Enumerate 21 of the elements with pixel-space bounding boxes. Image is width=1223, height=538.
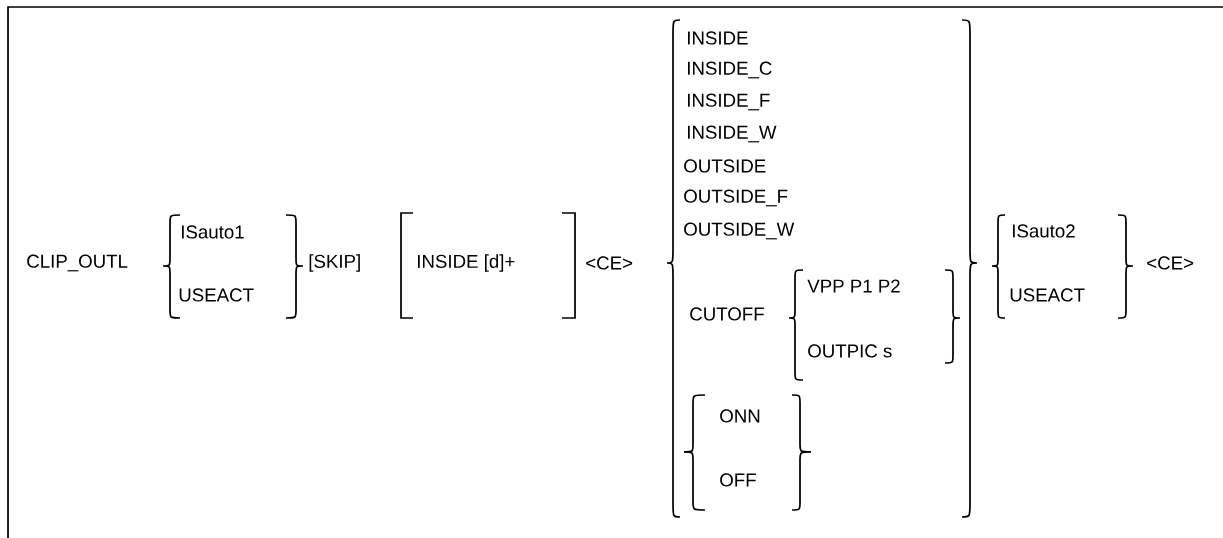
- keyword-text: <CE>: [1147, 256, 1194, 270]
- keyword-text: CUTOFF: [690, 307, 764, 321]
- keyword-text: INSIDE_F: [688, 93, 770, 111]
- keyword-text: [SKIP]: [309, 254, 360, 272]
- keyword-text: INSIDE [d]+: [418, 254, 515, 272]
- keyword-text: INSIDE_C: [688, 61, 772, 79]
- keyword-text: INSIDE_W: [688, 125, 777, 143]
- keyword-text: OUTSIDE_W: [684, 222, 795, 240]
- keyword-text: CLIP_OUTL: [27, 254, 128, 272]
- keyword-text: USEACT: [1010, 288, 1085, 302]
- keyword-text: INSIDE: [688, 31, 748, 45]
- keyword-text: OFF: [720, 473, 756, 487]
- keyword-text: OUTPIC s: [808, 344, 892, 358]
- keyword-text: ISauto1: [182, 225, 244, 239]
- keyword-text: ONN: [720, 409, 760, 423]
- keyword-text: USEACT: [179, 288, 254, 302]
- keyword-text: OUTSIDE: [684, 159, 766, 173]
- keyword-text: VPP P1 P2: [807, 279, 900, 293]
- keyword-text: OUTSIDE_F: [684, 189, 788, 207]
- keyword-text: <CE>: [586, 256, 633, 270]
- keyword-text: ISauto2: [1013, 224, 1075, 238]
